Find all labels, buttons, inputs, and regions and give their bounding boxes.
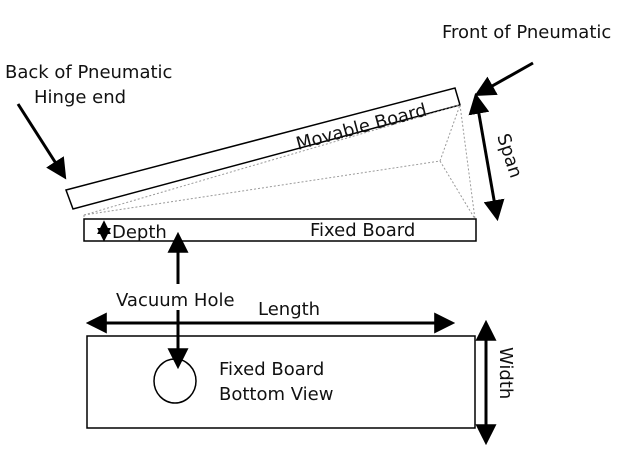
label-fixed-board: Fixed Board [310,220,415,241]
label-bottom-view-line1: Fixed Board [219,359,324,380]
bottom-view-board [86,335,476,429]
vacuum-hole-circle [153,358,197,404]
span-double-arrow [468,92,505,222]
label-vacuum-hole: Vacuum Hole [116,290,235,311]
label-width: Width [495,347,516,399]
label-hinge-end: Hinge end [34,87,126,108]
front-pointer-arrow [474,61,534,97]
label-front-of-pneumatic: Front of Pneumatic [442,22,611,43]
back-pointer-arrow [16,103,67,180]
label-length: Length [258,299,320,320]
label-movable-board: Movable Board [294,100,429,155]
fixed-board-rect [83,218,477,242]
label-span: Span [492,131,526,181]
label-back-of-pneumatic: Back of Pneumatic [5,62,172,83]
label-depth: Depth [112,222,167,243]
label-bottom-view-line2: Bottom View [219,384,333,405]
